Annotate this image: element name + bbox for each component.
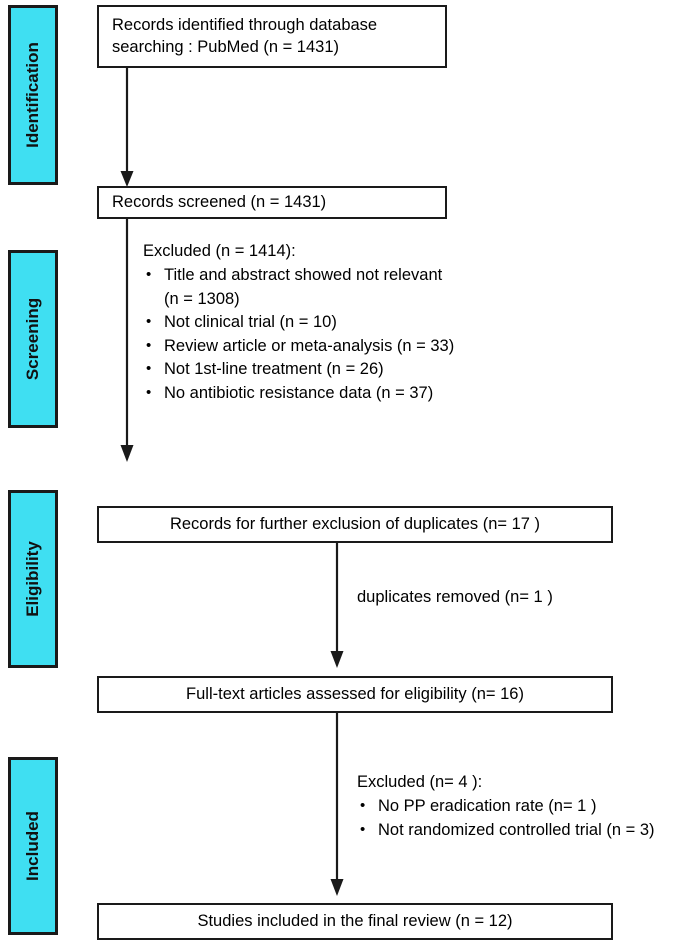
- box-records-screened-line1: Records screened (n = 1431): [112, 192, 327, 211]
- list-item: • Not randomized controlled trial (n = 3…: [357, 819, 687, 842]
- box-studies-included-line1: Studies included in the final review (n …: [197, 911, 513, 930]
- annotation-duplicates-removed: duplicates removed (n= 1 ): [357, 586, 553, 609]
- stage-label-included: Included: [23, 811, 42, 881]
- box-full-text-assessed: Full-text articles assessed for eligibil…: [97, 676, 613, 713]
- list-item: • Not clinical trial (n = 10): [143, 311, 563, 334]
- bullet-icon: •: [360, 797, 366, 815]
- list-item-text: No antibiotic resistance data (n = 37): [164, 383, 434, 402]
- box-records-duplicates: Records for further exclusion of duplica…: [97, 506, 613, 543]
- box-records-duplicates-line1: Records for further exclusion of duplica…: [169, 514, 541, 533]
- list-item-text: Not 1st-line treatment (n = 26): [164, 360, 384, 379]
- arrow-screened-to-duplicates: [118, 219, 136, 463]
- box-studies-included: Studies included in the final review (n …: [97, 903, 613, 940]
- list-item: • Not 1st-line treatment (n = 26): [143, 358, 563, 381]
- arrow-fulltext-to-included: [328, 713, 346, 897]
- stage-label-screening: Screening: [23, 297, 43, 381]
- stage-label-identification: Identification: [23, 42, 42, 148]
- stage-bar-included: Included: [8, 757, 58, 935]
- list-item-text: Review article or meta-analysis (n = 33): [164, 336, 455, 355]
- annotation-eligibility-excluded: Excluded (n= 4 ): • No PP eradication ra…: [357, 771, 687, 842]
- bullet-icon: •: [146, 313, 152, 331]
- stage-bar-identification: Identification: [8, 5, 58, 185]
- list-item-continuation: (n = 1308): [164, 289, 240, 308]
- arrow-duplicates-to-fulltext: [328, 543, 346, 669]
- annotation-screening-excluded: Excluded (n = 1414): • Title and abstrac…: [143, 240, 563, 405]
- list-item: • Title and abstract showed not relevant…: [143, 264, 563, 311]
- eligibility-excluded-list: • No PP eradication rate (n= 1 ) • Not r…: [357, 795, 687, 842]
- bullet-icon: •: [146, 360, 152, 378]
- bullet-icon: •: [146, 336, 152, 354]
- bullet-icon: •: [360, 820, 366, 838]
- list-item: • No PP eradication rate (n= 1 ): [357, 795, 687, 818]
- stage-bar-screening: Screening: [8, 250, 58, 428]
- bullet-icon: •: [146, 266, 152, 284]
- list-item-text: Title and abstract showed not relevant: [164, 266, 443, 285]
- box-records-identified-line1: Records identified through database: [112, 15, 378, 34]
- list-item-text: Not clinical trial (n = 10): [164, 313, 337, 332]
- duplicates-removed-text: duplicates removed (n= 1 ): [357, 588, 553, 606]
- screening-excluded-list: • Title and abstract showed not relevant…: [143, 264, 563, 405]
- box-records-screened: Records screened (n = 1431): [97, 186, 447, 219]
- list-item: • Review article or meta-analysis (n = 3…: [143, 335, 563, 358]
- list-item-text: No PP eradication rate (n= 1 ): [378, 797, 597, 816]
- bullet-icon: •: [146, 383, 152, 401]
- stage-bar-eligibility: Eligibility: [8, 490, 58, 668]
- stage-label-eligibility: Eligibility: [23, 541, 42, 617]
- box-full-text-assessed-line1: Full-text articles assessed for eligibil…: [186, 684, 524, 703]
- screening-excluded-heading: Excluded (n = 1414):: [143, 242, 296, 260]
- list-item: • No antibiotic resistance data (n = 37): [143, 382, 563, 405]
- eligibility-excluded-heading: Excluded (n= 4 ):: [357, 773, 483, 791]
- list-item-text: Not randomized controlled trial (n = 3): [378, 820, 655, 839]
- box-records-identified: Records identified through database sear…: [97, 5, 447, 68]
- arrow-identified-to-screened: [118, 68, 136, 188]
- box-records-identified-line2: searching : PubMed (n = 1431): [112, 37, 340, 56]
